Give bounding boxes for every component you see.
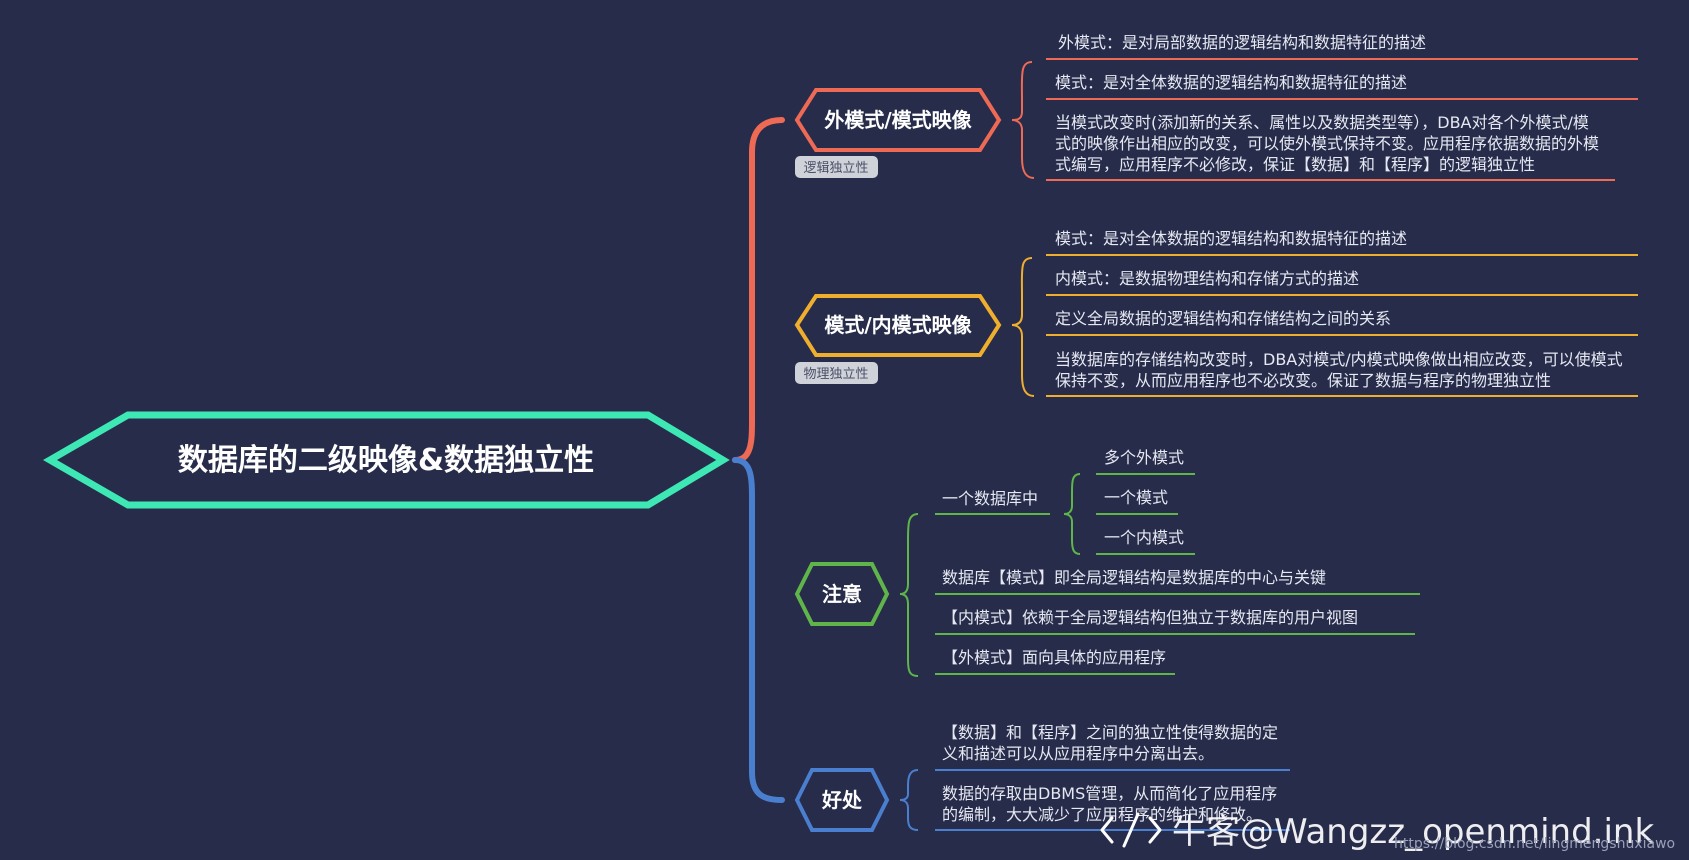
int-mapping-tag-bg — [795, 362, 878, 384]
ext-mapping-title: 外模式/模式映像 — [824, 108, 972, 132]
int-mapping-tag-text: 物理独立性 — [803, 367, 868, 382]
watermark-main: 牛客@Wangzz_openmind.ink — [1172, 812, 1654, 852]
benefit-hexagon — [794, 768, 890, 832]
code-bracket-icon — [1100, 812, 1162, 848]
note-item-1: 数据库【模式】即全局逻辑结构是数据库的中心与关键 — [942, 568, 1326, 587]
ext-item-3-line-3: 式编写，应用程序不必修改，保证【数据】和【程序】的逻辑独立性 — [1055, 155, 1535, 174]
int-item-1: 模式：是对全体数据的逻辑结构和数据特征的描述 — [1055, 229, 1407, 248]
branch-ext-mapping: 外模式/模式映像 逻辑独立性 外模式：是对局部数据的逻辑结构和数据特征的描述 模… — [794, 33, 1638, 181]
ext-mapping-hexagon — [794, 88, 1002, 152]
int-mapping-title: 模式/内模式映像 — [824, 313, 972, 337]
ext-mapping-node[interactable]: 外模式/模式映像 — [794, 88, 1002, 152]
note-hexagon — [794, 562, 890, 626]
benefit-node[interactable]: 好处 — [794, 768, 890, 832]
ext-mapping-tag-text: 逻辑独立性 — [803, 161, 868, 176]
branch-benefit: 好处 【数据】和【程序】之间的独立性使得数据的定 义和描述可以从应用程序中分离出… — [794, 723, 1290, 832]
note-sub-brace — [1063, 473, 1081, 555]
note-brace — [899, 513, 919, 677]
note-item-2: 【内模式】依赖于全局逻辑结构但独立于数据库的用户视图 — [942, 608, 1358, 627]
int-mapping-brace — [1011, 257, 1035, 397]
note-sub-item-2: 一个模式 — [1104, 488, 1168, 507]
int-item-2: 内模式：是数据物理结构和存储方式的描述 — [1055, 269, 1359, 288]
watermark-url: https://blog.csdn.net/lingmengshuxiawo — [1394, 836, 1675, 852]
benefit-item-2-line-1: 数据的存取由DBMS管理，从而简化了应用程序 — [942, 784, 1277, 803]
root-title: 数据库的二级映像&数据独立性 — [178, 443, 594, 478]
note-node[interactable]: 注意 — [794, 562, 890, 626]
note-sub-title: 一个数据库中 — [942, 489, 1038, 508]
int-mapping-node[interactable]: 模式/内模式映像 — [794, 294, 1002, 357]
ext-item-2: 模式：是对全体数据的逻辑结构和数据特征的描述 — [1055, 73, 1407, 92]
ext-mapping-tag-bg — [795, 156, 878, 178]
note-sub-item-3: 一个内模式 — [1104, 528, 1184, 547]
ext-mapping-tag: 逻辑独立性 — [795, 156, 878, 178]
root-hexagon — [42, 411, 730, 509]
connector-lower — [732, 457, 785, 803]
note-item-3: 【外模式】面向具体的应用程序 — [942, 648, 1166, 667]
int-mapping-tag: 物理独立性 — [795, 362, 878, 384]
int-mapping-hexagon — [794, 294, 1002, 357]
watermark: 牛客@Wangzz_openmind.ink https://blog.csdn… — [1100, 812, 1675, 852]
benefit-item-1-line-2: 义和描述可以从应用程序中分离出去。 — [942, 744, 1214, 763]
benefit-brace — [899, 769, 919, 831]
note-sub-item-1: 多个外模式 — [1104, 448, 1184, 467]
ext-mapping-brace — [1011, 61, 1035, 179]
int-item-4-line-1: 当数据库的存储结构改变时，DBA对模式/内模式映像做出相应改变，可以使模式 — [1055, 350, 1623, 369]
benefit-item-1-line-1: 【数据】和【程序】之间的独立性使得数据的定 — [942, 723, 1278, 742]
ext-item-3-line-1: 当模式改变时(添加新的关系、属性以及数据类型等），DBA对各个外模式/模 — [1055, 113, 1589, 132]
branch-note: 注意 一个数据库中 多个外模式 一个模式 一个内模式 数据库【模式】即全局逻辑结… — [794, 448, 1420, 677]
int-item-3: 定义全局数据的逻辑结构和存储结构之间的关系 — [1055, 309, 1391, 328]
ext-item-1: 外模式：是对局部数据的逻辑结构和数据特征的描述 — [1058, 33, 1426, 52]
root-node[interactable]: 数据库的二级映像&数据独立性 — [42, 411, 730, 509]
benefit-item-2-line-2: 的编制，大大减少了应用程序的维护和修改。 — [942, 805, 1262, 824]
ext-item-3-line-2: 式的映像作出相应的改变，可以使外模式保持不变。应用程序依据数据的外模 — [1055, 134, 1599, 153]
branch-int-mapping: 模式/内模式映像 物理独立性 模式：是对全体数据的逻辑结构和数据特征的描述 内模… — [794, 229, 1638, 397]
root-connectors — [732, 117, 785, 803]
note-title: 注意 — [822, 582, 862, 606]
benefit-title: 好处 — [821, 788, 863, 812]
int-item-4-line-2: 保持不变，从而应用程序也不必改变。保证了数据与程序的物理独立性 — [1055, 371, 1551, 390]
connector-upper — [732, 117, 785, 463]
